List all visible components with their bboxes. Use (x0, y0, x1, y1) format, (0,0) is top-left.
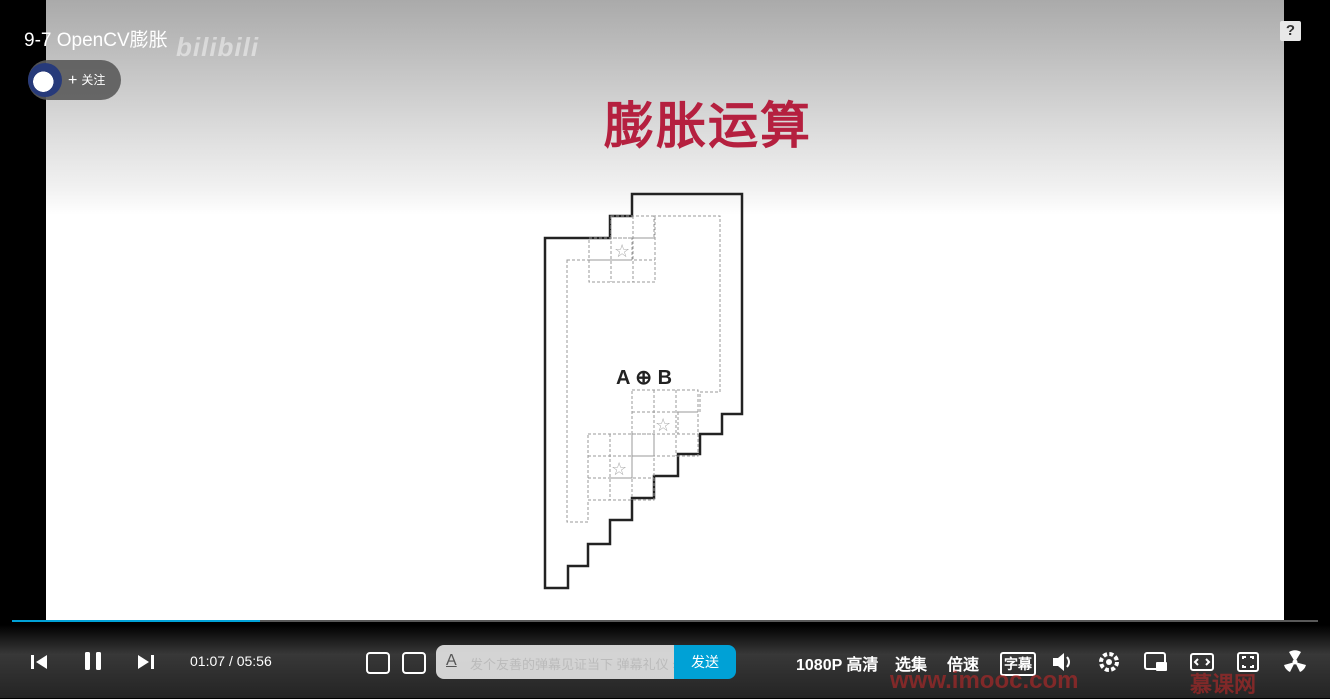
video-title: 9-7 OpenCV膨胀 (24, 30, 168, 51)
control-bar: 01:07 / 05:56 A 发个友善的弹幕见证当下 弹幕礼仪 › 发送 10… (0, 625, 1330, 698)
video-frame[interactable]: 膨胀运算 (46, 0, 1284, 620)
danmaku-etiquette-link[interactable]: 弹幕礼仪 (616, 657, 669, 672)
picture-in-picture-icon[interactable] (1143, 651, 1169, 673)
svg-text:☆: ☆ (611, 459, 627, 480)
previous-icon[interactable] (30, 653, 48, 671)
danmaku-settings-icon[interactable] (402, 652, 426, 674)
danmaku-toggle-icon[interactable] (366, 652, 390, 674)
volume-icon[interactable] (1051, 651, 1075, 673)
svg-text:☆: ☆ (655, 415, 671, 436)
current-time: 01:07 (190, 653, 226, 669)
pause-icon[interactable] (82, 650, 104, 672)
fullscreen-icon[interactable] (1236, 651, 1260, 673)
time-display: 01:07 / 05:56 (190, 653, 272, 669)
progress-fill (12, 620, 261, 622)
slide-title: 膨胀运算 (604, 98, 812, 154)
next-icon[interactable] (137, 653, 155, 671)
widescreen-icon[interactable] (1189, 651, 1215, 673)
duration: 05:56 (236, 653, 272, 669)
speed-button[interactable]: 倍速 (947, 657, 980, 674)
svg-text:☆: ☆ (614, 241, 630, 262)
danmaku-style-icon[interactable]: A (446, 652, 457, 669)
imooc-logo: 慕课网 (1190, 672, 1257, 697)
follow-label: 关注 (81, 73, 106, 87)
diagram-label: A ⊕ B (616, 367, 672, 389)
progress-bar[interactable] (12, 620, 1318, 622)
subtitle-button[interactable]: 字幕 (1000, 652, 1036, 676)
danmaku-input[interactable]: A 发个友善的弹幕见证当下 弹幕礼仪 › (436, 645, 677, 679)
radiation-icon[interactable] (1283, 650, 1307, 674)
help-icon[interactable]: ? (1280, 21, 1301, 41)
settings-icon[interactable] (1097, 650, 1121, 674)
send-button[interactable]: 发送 (674, 645, 736, 679)
plus-icon: + (68, 72, 78, 89)
dilation-diagram: ☆ ☆ ☆ A ⊕ B (543, 192, 744, 590)
episodes-button[interactable]: 选集 (895, 657, 928, 674)
bilibili-watermark: bilibili (176, 32, 260, 62)
avatar[interactable] (28, 63, 62, 97)
imooc-watermark: www.imooc.com (890, 667, 1079, 694)
quality-button[interactable]: 1080P 高清 (796, 657, 879, 674)
follow-button[interactable]: +关注 (28, 60, 121, 100)
